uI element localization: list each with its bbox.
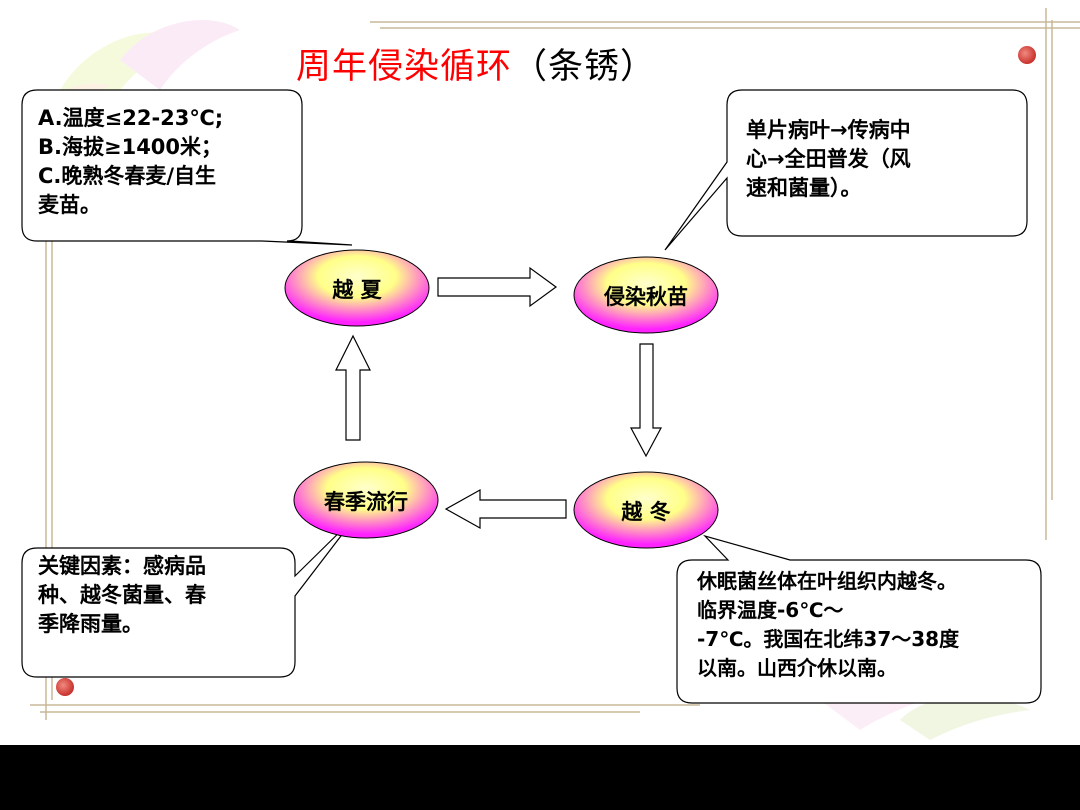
title-highlight: 周年侵染循环 [296, 47, 513, 87]
decorative-frame [30, 8, 1080, 720]
arrow-winter-to-spring [444, 488, 567, 530]
callout-line: 休眠菌丝体在叶组织内越冬。 [697, 569, 957, 593]
callout-line: C.晚熟冬春麦/自生 [38, 164, 217, 188]
node-winter-ellipse [573, 471, 719, 549]
callout-line: 种、越冬菌量、春 [38, 583, 206, 607]
title-rest: （条锈） [512, 47, 657, 87]
slide: 周年侵染循环（条锈） 越 夏 侵染秋苗 越 冬 春季流行 A.温度≤22-23℃… [0, 0, 1080, 745]
callout-line: 关键因素：感病品 [38, 554, 206, 578]
callout-summer-text: A.温度≤22-23℃; B.海拔≥1400米； C.晚熟冬春麦/自生 麦苗。 [38, 104, 223, 220]
node-spring-label: 春季流行 [324, 490, 408, 514]
arrow-spring-to-summer [335, 334, 371, 441]
arrow-autumn-to-winter [629, 343, 663, 458]
callout-spring [21, 514, 358, 678]
node-summer-label: 越 夏 [332, 278, 382, 302]
callout-line: 麦苗。 [38, 193, 101, 217]
callout-line: 季降雨量。 [38, 612, 143, 636]
node-autumn-ellipse [573, 256, 719, 334]
callout-line: A.温度≤22-23℃; [38, 106, 224, 130]
node-autumn-label: 侵染秋苗 [604, 285, 688, 309]
callout-line: 心→全田普发（风 [746, 147, 911, 171]
node-spring-ellipse [293, 461, 439, 539]
callout-line: 以南。山西介休以南。 [697, 656, 897, 680]
callout-winter-text: 休眠菌丝体在叶组织内越冬。 临界温度-6℃～ -7℃。我国在北纬37～38度 以… [697, 567, 959, 683]
callout-autumn-text: 单片病叶→传病中 心→全田普发（风 速和菌量）。 [746, 116, 911, 203]
page-title: 周年侵染循环（条锈） [296, 42, 656, 92]
callout-line: 速和菌量）。 [746, 176, 862, 200]
callout-line: -7℃。我国在北纬37～38度 [697, 627, 960, 651]
slide-background [30, 8, 1080, 740]
cycle-diagram [21, 89, 1042, 704]
callout-line: 临界温度-6℃～ [697, 598, 844, 622]
callout-spring-text: 关键因素：感病品 种、越冬菌量、春 季降雨量。 [38, 552, 206, 639]
arrow-summer-to-autumn [437, 266, 558, 308]
decorative-dot-bottom-left [56, 678, 74, 696]
decorative-dot-top-right [1018, 46, 1036, 64]
callout-line: B.海拔≥1400米； [38, 135, 223, 159]
node-winter-label: 越 冬 [621, 500, 671, 524]
node-summer-ellipse [284, 249, 430, 327]
callout-summer [21, 89, 353, 246]
callout-line: 单片病叶→传病中 [746, 118, 911, 142]
callout-winter [676, 534, 1042, 704]
callout-autumn [664, 89, 1028, 251]
